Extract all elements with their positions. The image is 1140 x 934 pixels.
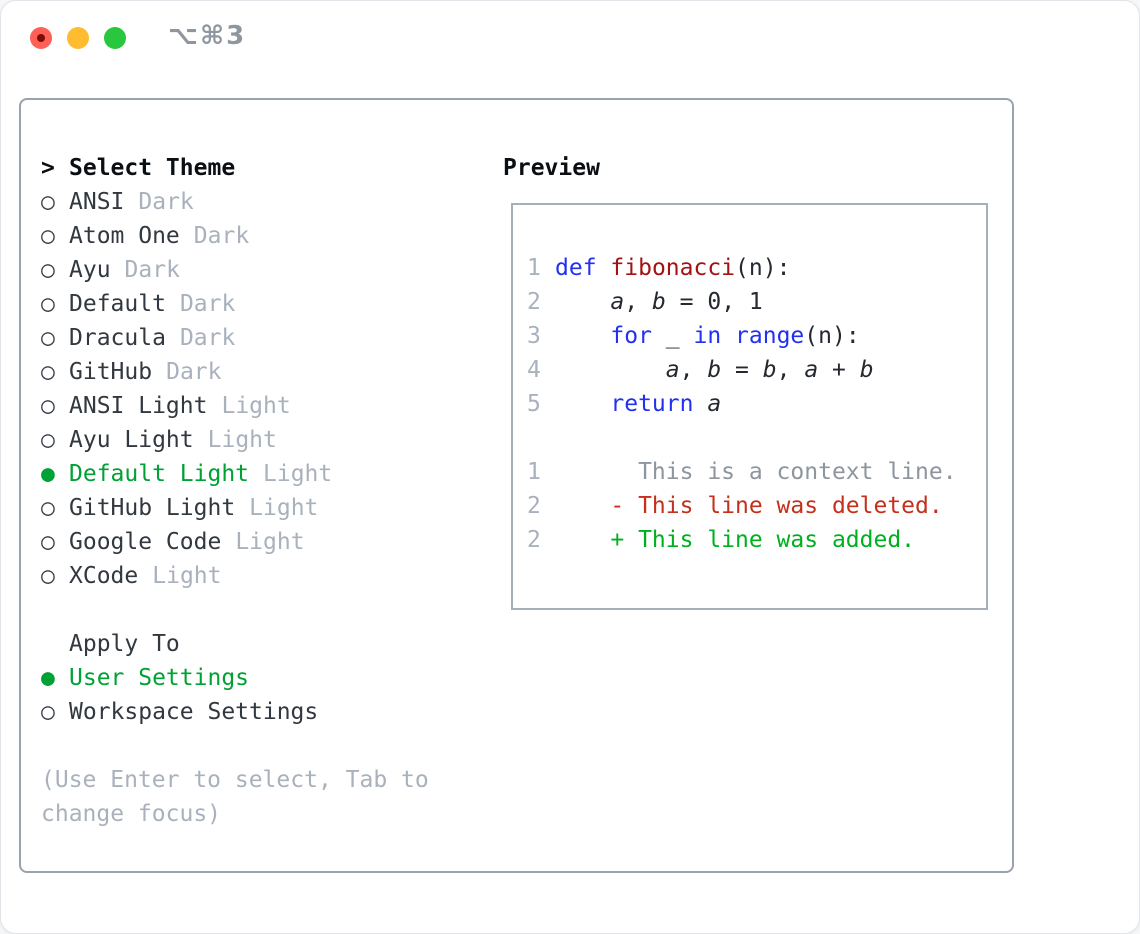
- radio-icon: ○: [41, 291, 55, 317]
- apply-to-heading: Apply To: [69, 631, 180, 657]
- minimize-button[interactable]: [67, 27, 89, 49]
- variant-label: Dark: [166, 359, 222, 385]
- code-line: 4 a, b = b, a + b: [527, 353, 978, 387]
- variant-label: Dark: [179, 325, 236, 351]
- theme-item[interactable]: ○ Default Dark: [41, 287, 491, 321]
- theme-item[interactable]: ○ ANSI Light Light: [41, 389, 491, 423]
- item-label: Workspace Settings: [69, 699, 319, 725]
- item-label: ANSI Light: [69, 393, 208, 419]
- code-line: 2 a, b = 0, 1: [527, 285, 978, 319]
- titlebar: ⌥⌘3: [1, 1, 1139, 77]
- window-title: ⌥⌘3: [168, 21, 247, 51]
- apply-to-list: ● User Settings ○ Workspace Settings: [41, 661, 491, 729]
- radio-icon: ○: [41, 563, 55, 589]
- variant-label: Dark: [124, 257, 180, 283]
- item-label: GitHub: [69, 359, 153, 385]
- apply-option[interactable]: ● User Settings: [41, 661, 491, 695]
- variant-label: Light: [235, 529, 305, 555]
- line-number: 2: [527, 289, 541, 315]
- line-number: 2: [527, 493, 541, 519]
- item-label: Google Code: [69, 529, 222, 555]
- theme-item[interactable]: ○ Ayu Light Light: [41, 423, 491, 457]
- theme-item[interactable]: ● Default Light Light: [41, 457, 491, 491]
- item-label: XCode: [69, 563, 139, 589]
- variant-label: Light: [221, 393, 291, 419]
- radio-icon: ○: [41, 495, 55, 521]
- radio-icon: ○: [41, 257, 55, 283]
- item-label: Default: [69, 291, 166, 317]
- code-line: 5 return a: [527, 387, 978, 421]
- code-line: 1 This is a context line.: [527, 455, 978, 489]
- zoom-button[interactable]: [104, 27, 126, 49]
- spacer: [41, 593, 491, 627]
- variant-label: Light: [249, 495, 319, 521]
- item-label: Ayu: [69, 257, 111, 283]
- theme-item[interactable]: ○ GitHub Light Light: [41, 491, 491, 525]
- line-number: 1: [527, 255, 541, 281]
- radio-icon: ○: [41, 325, 55, 351]
- radio-icon: ○: [41, 189, 55, 215]
- theme-item[interactable]: ○ GitHub Dark: [41, 355, 491, 389]
- theme-item[interactable]: ○ ANSI Dark: [41, 185, 491, 219]
- theme-item[interactable]: ○ XCode Light: [41, 559, 491, 593]
- variant-label: Dark: [179, 291, 236, 317]
- theme-item[interactable]: ○ Dracula Dark: [41, 321, 491, 355]
- item-label: Default Light: [69, 461, 250, 487]
- prompt-icon: >: [41, 155, 55, 181]
- line-number: 1: [527, 459, 541, 485]
- variant-label: Light: [207, 427, 277, 453]
- radio-icon: ●: [41, 461, 55, 487]
- preview-title: Preview: [503, 155, 600, 181]
- radio-icon: ○: [41, 427, 55, 453]
- item-label: User Settings: [69, 665, 250, 691]
- code-line: 2 - This line was deleted.: [527, 489, 978, 523]
- item-label: Atom One: [69, 223, 180, 249]
- variant-label: Dark: [193, 223, 250, 249]
- item-label: ANSI: [69, 189, 125, 215]
- item-label: Dracula: [69, 325, 166, 351]
- line-number: 4: [527, 357, 541, 383]
- variant-label: Dark: [138, 189, 194, 215]
- theme-item[interactable]: ○ Ayu Dark: [41, 253, 491, 287]
- line-number: 5: [527, 391, 541, 417]
- apply-option[interactable]: ○ Workspace Settings: [41, 695, 491, 729]
- line-number: 3: [527, 323, 541, 349]
- theme-item[interactable]: ○ Atom One Dark: [41, 219, 491, 253]
- radio-icon: ○: [41, 359, 55, 385]
- close-button[interactable]: [30, 27, 52, 49]
- radio-icon: ○: [41, 699, 55, 725]
- radio-icon: ○: [41, 529, 55, 555]
- help-text: (Use Enter to select, Tab to change focu…: [41, 767, 429, 827]
- radio-icon: ○: [41, 223, 55, 249]
- item-label: GitHub Light: [69, 495, 236, 521]
- select-theme-header: > Select Theme: [41, 151, 491, 185]
- code-line: 2 + This line was added.: [527, 523, 978, 557]
- code-line: 3 for _ in range(n):: [527, 319, 978, 353]
- variant-label: Light: [263, 461, 333, 487]
- variant-label: Light: [152, 563, 222, 589]
- line-number: 2: [527, 527, 541, 553]
- radio-icon: ○: [41, 393, 55, 419]
- code-line: [527, 421, 978, 455]
- radio-icon: ●: [41, 665, 55, 691]
- theme-item[interactable]: ○ Google Code Light: [41, 525, 491, 559]
- item-label: Ayu Light: [69, 427, 194, 453]
- select-theme-label: Select Theme: [69, 155, 236, 181]
- spacer: [41, 729, 491, 763]
